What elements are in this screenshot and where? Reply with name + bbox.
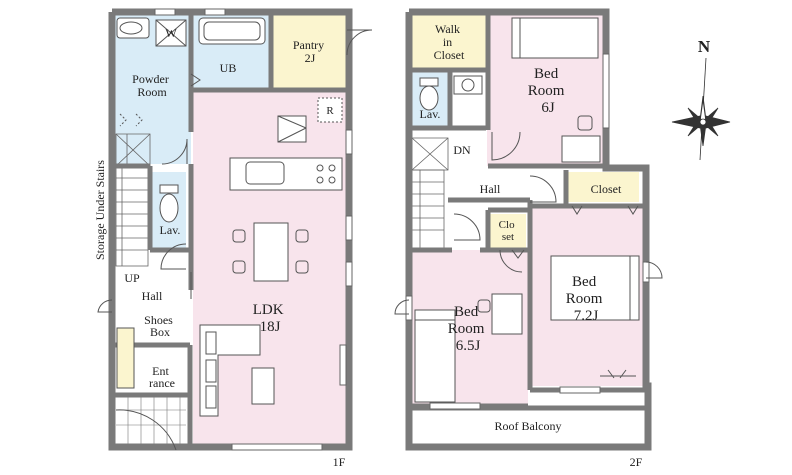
lavatory-1f-label: Lav. — [160, 223, 181, 237]
closet-label: Closet — [591, 182, 622, 196]
storage-label: Storage Under Stairs — [93, 160, 107, 260]
fixtures-1f — [116, 17, 343, 417]
refrigerator-label: R — [326, 105, 334, 117]
closet-fill — [566, 172, 639, 202]
walls-2f-inner — [409, 12, 648, 411]
bed-room-72-label: Bed Room 7.2J — [566, 274, 606, 324]
hall-2f-label: Hall — [480, 182, 501, 196]
down-label: DN — [453, 143, 471, 157]
fixtures-2f — [414, 17, 640, 403]
wash-label: W — [165, 26, 177, 40]
stairs-1f — [115, 133, 151, 267]
hall-1f-label: Hall — [142, 289, 163, 303]
compass-rose: N — [671, 37, 731, 161]
powder-room-label: Powder Room — [132, 72, 172, 99]
second-floor: Walk in Closet Bed Room 6J Lav. DN Hall … — [394, 8, 663, 469]
roof-balcony-label: Roof Balcony — [495, 419, 562, 433]
bed-room-6-label: Bed Room 6J — [528, 66, 568, 116]
entrance-tiles — [116, 394, 186, 445]
compass-needle-icon — [671, 57, 731, 161]
doors-2f — [394, 131, 663, 315]
ub-label: UB — [220, 61, 237, 75]
pantry-label: Pantry 2J — [293, 38, 327, 65]
bed-room-65-label: Bed Room 6.5J — [448, 304, 488, 354]
up-label: UP — [124, 271, 140, 285]
closet-small-fill — [490, 214, 526, 248]
entrance-label: Ent rance — [149, 364, 175, 390]
windows-1f — [154, 8, 353, 451]
compass-north-label: N — [698, 37, 711, 56]
walk-in-closet-fill — [412, 14, 487, 70]
closet-small-label: Clo set — [499, 219, 518, 243]
pantry-fill — [273, 14, 347, 88]
floor-2f-label: 2F — [630, 455, 643, 469]
first-floor: Powder Room W UB Pantry 2J R Lav. UP Hal… — [93, 8, 373, 469]
windows-2f — [405, 53, 650, 410]
ldk-label: LDK 18J — [253, 302, 288, 335]
walk-in-closet-label: Walk in Closet — [434, 22, 465, 62]
lavatory-2f-label: Lav. — [420, 107, 441, 121]
floor-1f-label: 1F — [333, 455, 346, 469]
shoes-box-label: Shoes Box — [144, 313, 176, 339]
doors-1f — [97, 29, 373, 451]
stairs-2f — [411, 137, 449, 249]
